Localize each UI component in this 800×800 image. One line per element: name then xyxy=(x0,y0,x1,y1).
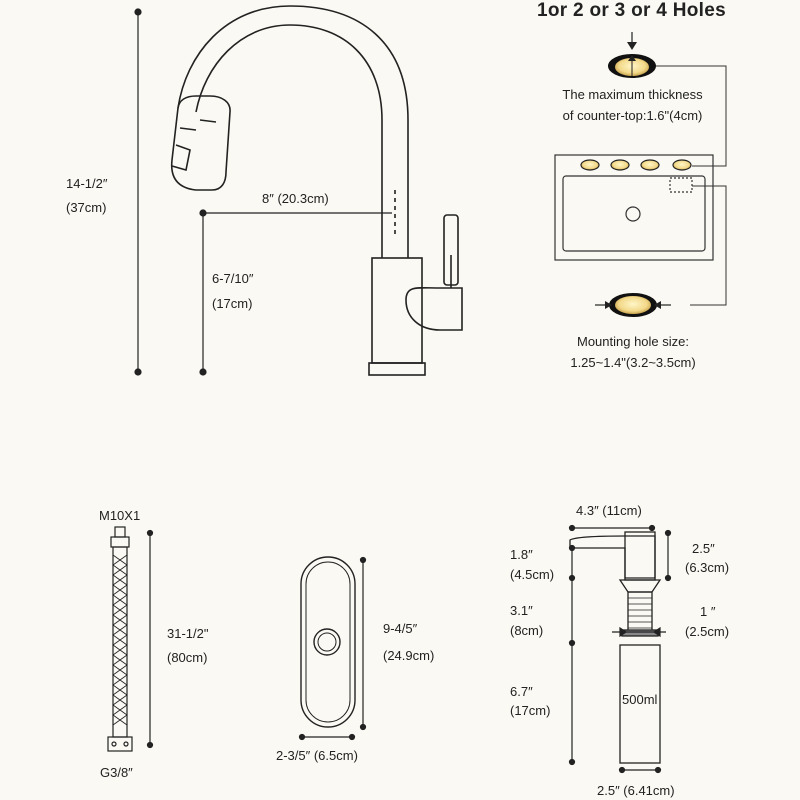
soap-spout-height-in-label: 2.5″ xyxy=(692,541,715,556)
soap-head-height-cm-label: (4.5cm) xyxy=(510,567,555,582)
deck-plate-width-dimension xyxy=(298,733,356,741)
hose-bottom-fitting-label: G3/8″ xyxy=(100,765,133,780)
faucet-spout-height-in-label: 6-7/10″ xyxy=(212,271,254,286)
sink-mounting-holes xyxy=(580,159,692,171)
deck-plate-height-cm-label: (24.9cm) xyxy=(383,648,435,663)
holes-title: 1or 2 or 3 or 4 Holes xyxy=(537,0,726,21)
soap-dimension-lines xyxy=(568,524,672,774)
soap-spout-height-cm-label: (6.3cm) xyxy=(685,560,730,575)
mounting-hole-illustration xyxy=(595,293,671,317)
faucet-spout-height-dimension xyxy=(199,209,207,376)
soap-bottle-height-in-label: 6.7″ xyxy=(510,684,533,699)
hose-top-fitting-label: M10X1 xyxy=(99,508,141,523)
deck-plate-height-in-label: 9-4/5″ xyxy=(383,621,418,636)
braided-hose xyxy=(107,526,133,752)
soap-bottle-width-label: 2.5″ (6.41cm) xyxy=(597,783,675,798)
soap-head-height-in-label: 1.8″ xyxy=(510,547,533,562)
soap-shank-diameter-in-label: 1 ″ xyxy=(700,604,716,619)
sink-diagram xyxy=(554,154,727,306)
faucet-reach-label: 8″ (20.3cm) xyxy=(262,191,329,206)
deck-plate-height-dimension xyxy=(359,556,367,731)
faucet-spout-height-cm-label: (17cm) xyxy=(212,296,253,311)
mounting-line-2: 1.25~1.4"(3.2~3.5cm) xyxy=(570,355,696,370)
soap-bottle-height-cm-label: (17cm) xyxy=(510,703,551,718)
soap-top-width-label: 4.3″ (11cm) xyxy=(576,503,642,518)
faucet-height-dimension xyxy=(134,8,142,376)
thickness-line-2: of counter-top:1.6"(4cm) xyxy=(562,108,703,123)
thickness-line-1: The maximum thickness xyxy=(562,87,703,102)
soap-shank-height-cm-label: (8cm) xyxy=(510,623,544,638)
soap-shank-height-in-label: 3.1″ xyxy=(510,603,533,618)
countertop-thickness-illustration xyxy=(608,32,727,167)
kitchen-faucet xyxy=(170,5,463,376)
hose-length-dimension xyxy=(146,529,154,749)
soap-dispenser xyxy=(569,531,662,764)
deck-plate-width-label: 2-3/5″ (6.5cm) xyxy=(276,748,358,763)
mounting-line-1: Mounting hole size: xyxy=(576,334,689,349)
faucet-height-in-label: 14-1/2″ xyxy=(66,176,108,191)
hose-length-in-label: 31-1/2" xyxy=(167,626,209,641)
faucet-height-cm-label: (37cm) xyxy=(66,200,107,215)
deck-plate xyxy=(300,556,356,728)
hose-length-cm-label: (80cm) xyxy=(167,650,208,665)
soap-shank-diameter-cm-label: (2.5cm) xyxy=(685,624,730,639)
soap-bottle-volume-label: 500ml xyxy=(622,692,658,707)
